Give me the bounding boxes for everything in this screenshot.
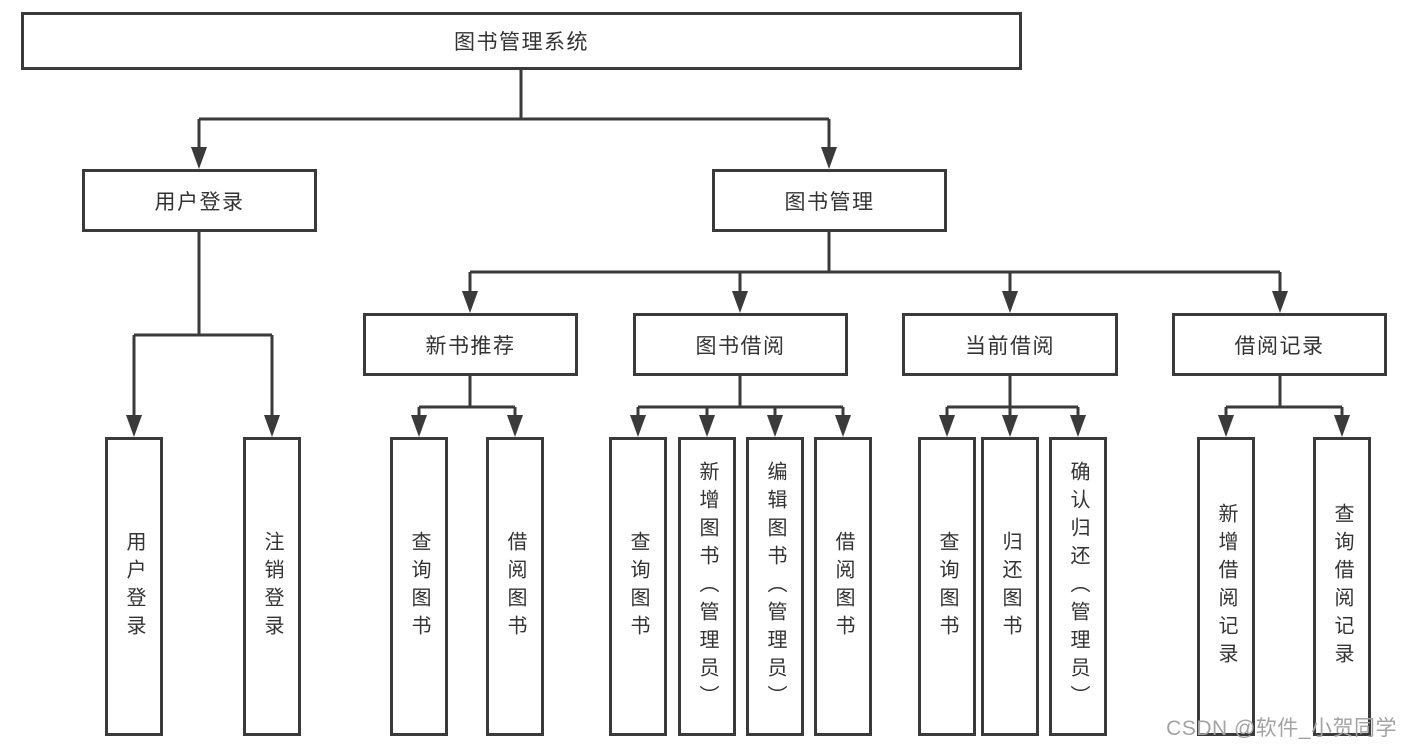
leaf-return-books: 归还图书 bbox=[981, 437, 1039, 736]
leaf-borrow-books-borrowing: 借阅图书 bbox=[814, 437, 872, 736]
leaf-query-borrow-record: 查询借阅记录 bbox=[1313, 437, 1371, 736]
node-label: 借阅图书 bbox=[832, 530, 854, 643]
node-label: 查询借阅记录 bbox=[1331, 502, 1353, 671]
leaf-user-login: 用户登录 bbox=[105, 437, 163, 736]
leaf-borrow-books-recommend: 借阅图书 bbox=[486, 437, 544, 736]
node-root: 图书管理系统 bbox=[21, 12, 1022, 70]
leaf-logout: 注销登录 bbox=[243, 437, 301, 736]
leaf-query-books-recommend: 查询图书 bbox=[390, 437, 448, 736]
arrowheads bbox=[126, 147, 1350, 437]
node-book-borrowing: 图书借阅 bbox=[633, 313, 848, 376]
node-current-borrowing: 当前借阅 bbox=[902, 313, 1118, 376]
leaf-add-books-admin: 新增图书（管理员） bbox=[678, 437, 736, 736]
node-label: 借阅图书 bbox=[504, 530, 526, 643]
node-label: 新增图书（管理员） bbox=[696, 460, 718, 713]
node-label: 归还图书 bbox=[999, 530, 1021, 643]
node-label: 用户登录 bbox=[123, 530, 145, 643]
leaf-add-borrow-record: 新增借阅记录 bbox=[1197, 437, 1255, 736]
node-label: 查询图书 bbox=[627, 530, 649, 643]
node-label: 新增借阅记录 bbox=[1215, 502, 1237, 671]
leaf-edit-books-admin: 编辑图书（管理员） bbox=[746, 437, 804, 736]
leaf-confirm-return-admin: 确认归还（管理员） bbox=[1049, 437, 1107, 736]
csdn-watermark: CSDN @软件_小贺同学 bbox=[1166, 717, 1397, 740]
node-label: 编辑图书（管理员） bbox=[764, 460, 786, 713]
node-label: 查询图书 bbox=[408, 530, 430, 643]
leaf-query-books-current: 查询图书 bbox=[918, 437, 976, 736]
node-label: 查询图书 bbox=[936, 530, 958, 643]
node-new-book-recommend: 新书推荐 bbox=[363, 313, 578, 376]
node-user-login: 用户登录 bbox=[82, 169, 317, 232]
node-borrowing-records: 借阅记录 bbox=[1172, 313, 1387, 376]
node-label: 注销登录 bbox=[261, 530, 283, 643]
node-label: 确认归还（管理员） bbox=[1067, 460, 1089, 713]
node-book-management: 图书管理 bbox=[712, 169, 947, 232]
leaf-query-books-borrowing: 查询图书 bbox=[609, 437, 667, 736]
